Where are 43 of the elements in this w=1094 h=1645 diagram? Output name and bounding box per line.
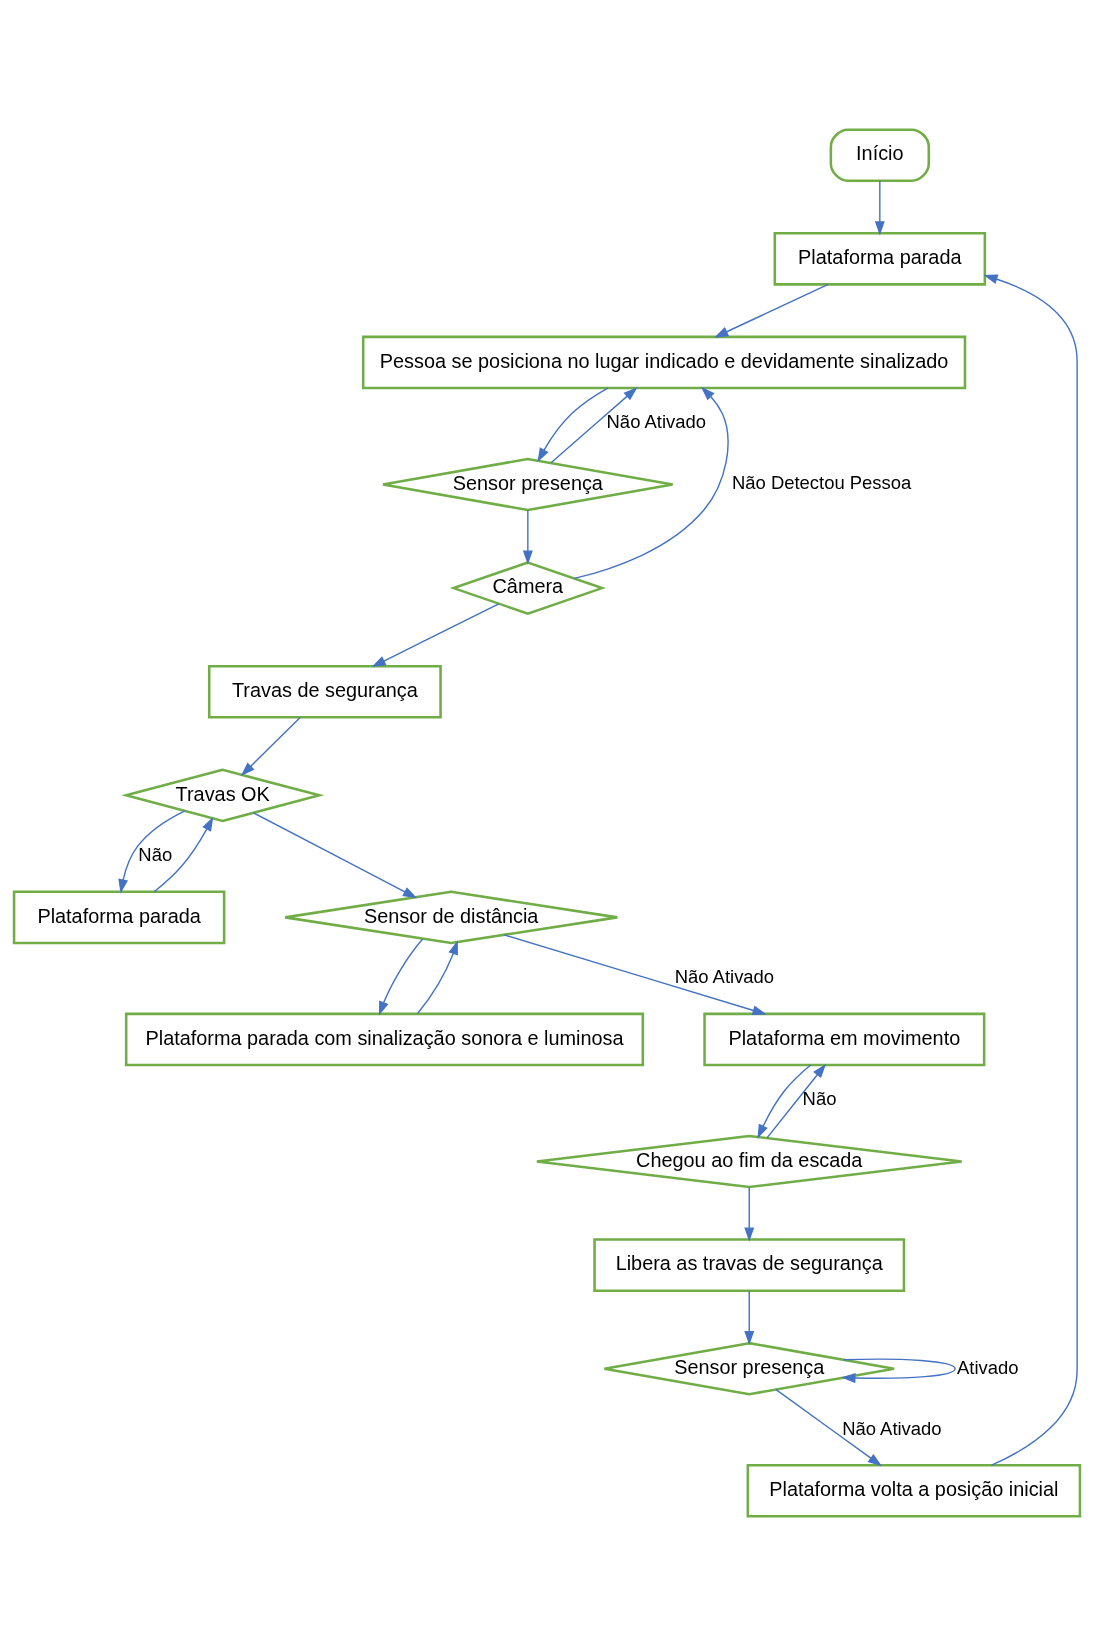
node-diamond: Câmera <box>449 560 606 615</box>
edge-label: Não Ativado <box>674 965 775 987</box>
arrow <box>757 1063 812 1139</box>
arrow <box>371 602 500 667</box>
arrow <box>240 716 301 776</box>
arrow <box>714 283 829 338</box>
arrow <box>153 816 214 892</box>
arrow <box>744 1289 755 1345</box>
node-box: Plataforma parada <box>773 231 987 286</box>
arrow <box>550 386 638 463</box>
arrow <box>841 1357 956 1383</box>
node-box: Travas de segurança <box>207 664 442 719</box>
arrow <box>573 386 729 579</box>
arrow <box>522 509 533 565</box>
arrow <box>252 811 418 898</box>
arrow <box>766 1063 826 1139</box>
arrow <box>775 1388 882 1466</box>
node-diamond: Sensor presença <box>381 457 674 511</box>
node-diamond: Sensor presença <box>603 1341 896 1396</box>
arrow <box>118 809 186 893</box>
arrow <box>503 933 767 1015</box>
node-box: Plataforma em movimento <box>703 1012 986 1066</box>
edge-label: Não <box>138 843 173 865</box>
node-box: Plataforma parada com sinalização sonora e luminosa <box>124 1012 645 1066</box>
arrow <box>537 387 609 462</box>
arrow <box>983 273 1078 1466</box>
edge-label: Não Ativado <box>606 410 706 432</box>
arrow <box>744 1186 755 1242</box>
node-diamond: Travas OK <box>121 767 325 822</box>
edge-label: Não Ativado <box>842 1417 942 1439</box>
arrow <box>416 939 458 1014</box>
node-box: Início <box>829 127 931 182</box>
node-box: Libera as travas de segurança <box>593 1237 906 1292</box>
node-diamond: Chegou ao fim da escada <box>535 1134 963 1188</box>
edge-label: Não <box>802 1087 837 1109</box>
edge-label: Ativado <box>956 1356 1019 1378</box>
node-box: Pessoa se posiciona no lugar indicado e devidamente sinalizado <box>361 335 967 389</box>
arrow <box>378 937 424 1016</box>
node-box: Plataforma parada <box>12 890 226 944</box>
node-box: Plataforma volta a posição inicial <box>746 1463 1082 1518</box>
arrow <box>874 179 885 235</box>
edge-label: Não Detectou Pessoa <box>731 471 912 493</box>
node-diamond: Sensor de distância <box>283 890 619 944</box>
